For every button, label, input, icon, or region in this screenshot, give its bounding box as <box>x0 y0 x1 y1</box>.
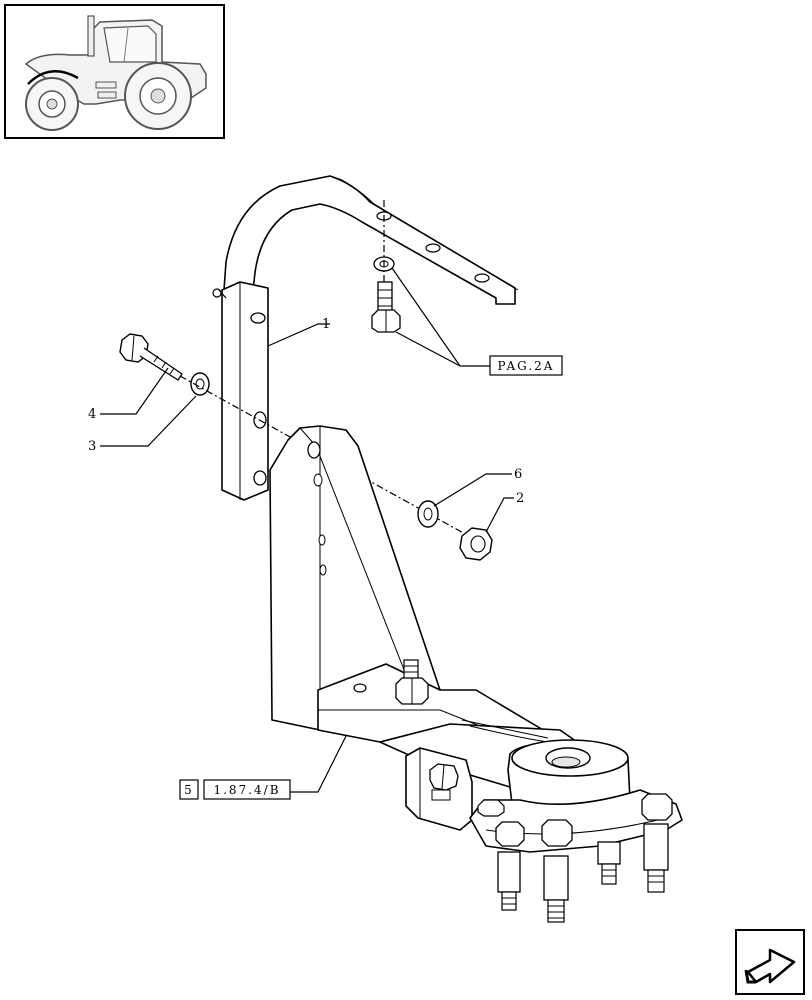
tractor-thumbnail-icon[interactable] <box>4 4 225 139</box>
stud-4 <box>641 793 673 893</box>
main-bracket <box>269 425 601 791</box>
bolt-item-4 <box>119 333 183 381</box>
section-ref[interactable]: 5 1.87.4/B <box>179 779 291 800</box>
stud-3 <box>597 841 621 885</box>
washer-item-6 <box>417 500 439 528</box>
washer-item-3 <box>190 372 210 396</box>
section-number: 5 <box>184 783 194 797</box>
callout-2: 2 <box>516 491 524 506</box>
callout-1: 1 <box>322 317 330 332</box>
nut-item-2 <box>459 527 493 561</box>
page-ref-box[interactable]: PAG.2A <box>489 355 563 376</box>
support-arm <box>223 175 519 305</box>
stud-2 <box>541 819 573 923</box>
upper-bolt <box>371 281 401 333</box>
next-page-arrow-icon[interactable] <box>735 929 805 995</box>
callout-4: 4 <box>88 407 96 422</box>
page-ref-label: PAG.2A <box>498 359 555 373</box>
section-ref-label: 1.87.4/B <box>213 783 280 797</box>
hub-flange <box>469 739 683 923</box>
stud-1 <box>495 821 525 911</box>
clamp-block <box>405 747 473 831</box>
callout-6: 6 <box>514 467 522 482</box>
vertical-plate <box>212 281 269 501</box>
callout-3: 3 <box>88 439 96 454</box>
